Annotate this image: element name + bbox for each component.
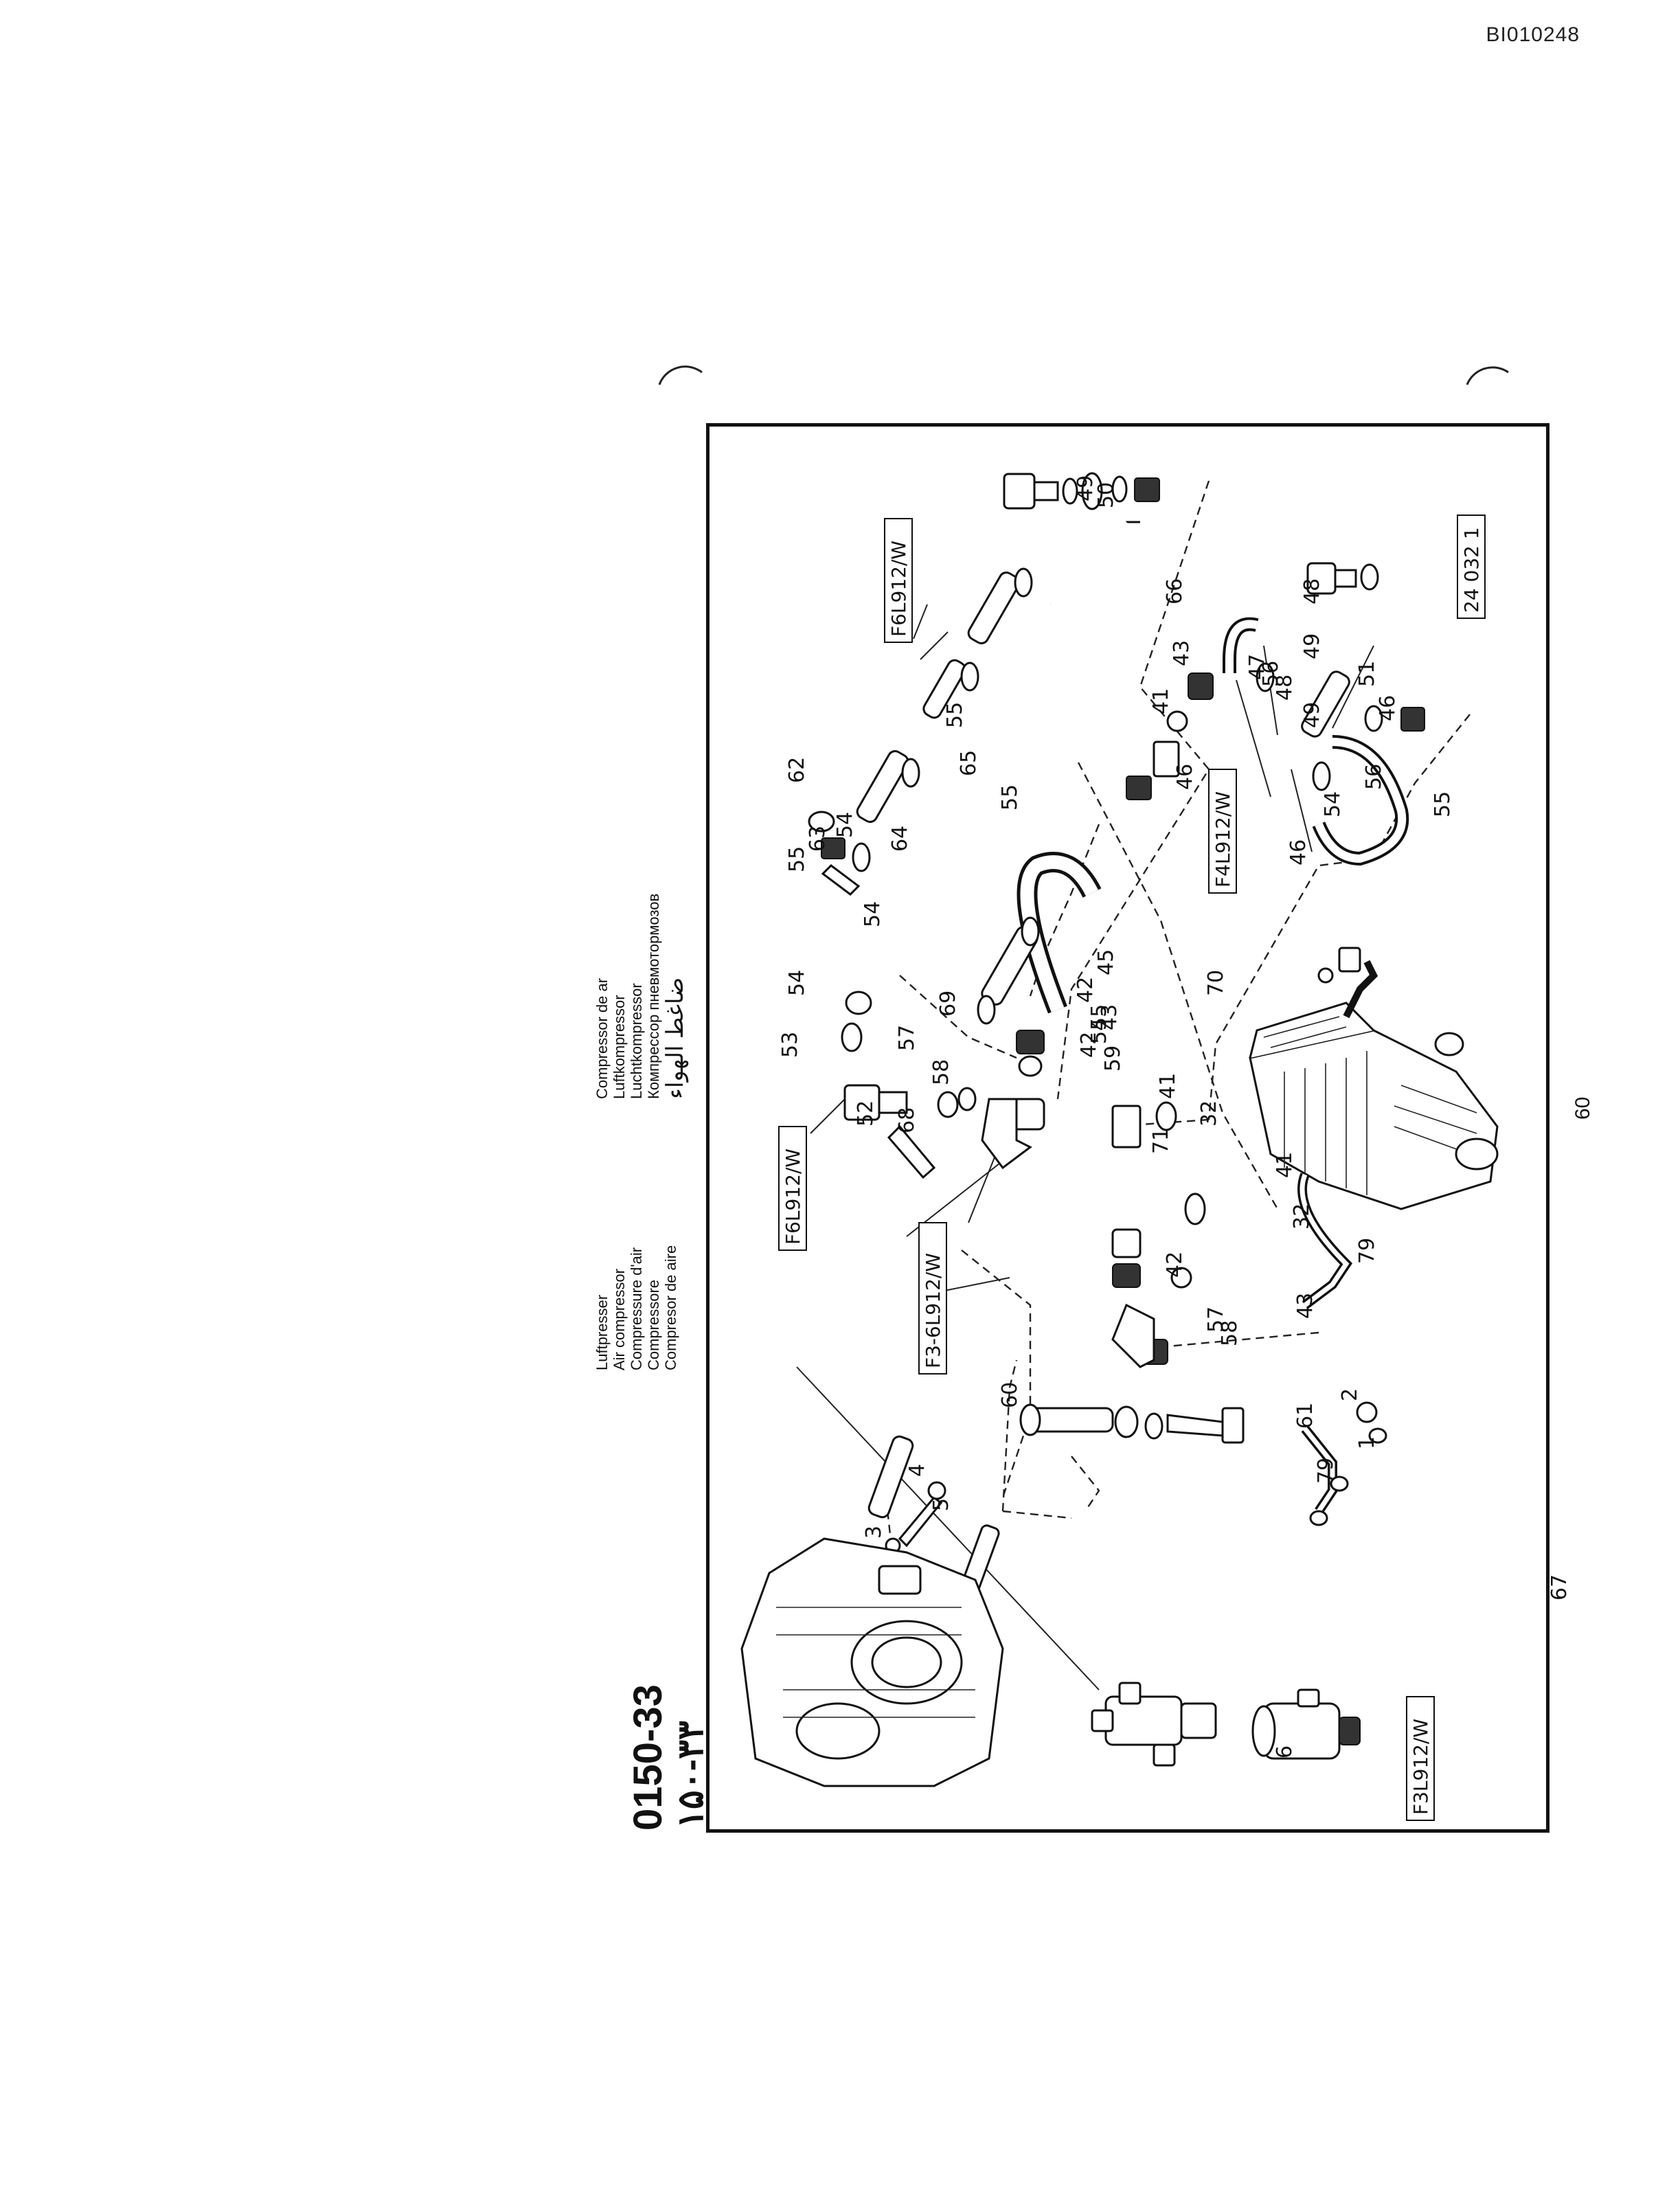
part-number-label: 61 [1293,1403,1317,1429]
part-number-label: 58 [929,1059,953,1085]
part-number-label: 1 [1355,1436,1379,1449]
part-number-label: 3 [862,1526,886,1539]
part-number-label: 56 [1362,764,1386,790]
part-number-label: 43 [1293,1293,1317,1319]
part-number-label: 54 [785,970,809,996]
part-number-label: 56 [1259,661,1283,687]
part-number-label: 69 [936,991,960,1017]
part-number-label: 32 [1290,1203,1314,1230]
part-number-label: 43 [1098,1004,1122,1030]
part-number-label: 64 [888,826,912,852]
part-number-label: 46 [1286,839,1310,866]
part-number-label: 42 [1077,1032,1101,1058]
part-number-label: 59 [1101,1045,1125,1072]
part-number-label: 52 [854,1100,878,1127]
part-number-labels: 1234563232414141424242434343454646464748… [778,475,1571,1758]
part-number-label: 58 [1218,1320,1242,1346]
part-number-label: 53 [778,1032,802,1058]
part-number-label: 47 [1245,654,1269,680]
part-number-label: 57 [1204,1307,1228,1333]
part-number-label: 4 [905,1464,929,1477]
engine-code-f6l912w-top: F6L912/W [884,518,913,643]
part-number-label: 49 [1300,702,1324,728]
part-number-label: 5 [929,1498,953,1511]
part-number-label: 42 [1163,1252,1187,1278]
part-number-label: 60 [998,1382,1022,1408]
part-number-label: 65 [957,750,981,776]
part-number-label: 54 [1087,1018,1111,1044]
part-number-label: 54 [833,812,857,838]
part-number-label: 55 [1431,791,1455,817]
governor-6 [1251,1688,1361,1760]
part-number-label: 79 [1314,1458,1338,1484]
drawing-reference-label: 24 032 1 [1460,527,1483,613]
part-number-label: 2 [1338,1388,1362,1401]
engine-code-f4l912w: F4L912/W [1208,769,1237,894]
part-number-label: 70 [1204,970,1228,996]
part-number-label: 45 [1094,949,1118,975]
unloader-valve-64 [1091,1682,1217,1767]
part-number-label: 42 [1074,977,1098,1003]
engine-code-label: F3-6L912/W [922,1253,944,1368]
part-number-label: 41 [1149,688,1173,714]
part-number-label: 57 [895,1025,919,1051]
part-number-label: 41 [1156,1073,1180,1099]
part-number-label: 48 [1300,578,1324,604]
part-number-label: 46 [1376,695,1400,721]
diagram-frame [706,423,1550,1833]
part-number-label: 55 [998,784,1022,811]
part-number-label: 49 [1074,475,1098,501]
engine-code-f6l912w-mid: F6L912/W [778,1126,807,1251]
document-id: BI010248 [1486,23,1580,46]
part-number-label: 41 [1273,1152,1297,1178]
part-number-label: 48 [1273,675,1297,701]
part-number-label: 71 [1149,1128,1173,1154]
part-number-label: 46 [1173,764,1197,790]
part-number-label: 43 [1170,640,1194,666]
part-number-label: 63 [806,826,830,852]
part-number-label: 67 [1547,1574,1571,1601]
engine-vignette [740,1537,1004,1787]
part-number-label: 49 [1300,633,1324,659]
part-number-label: 79 [1355,1238,1379,1264]
air-compressor-drawing [1249,1002,1499,1210]
part-number-label: 32 [1197,1100,1221,1127]
engine-code-label: F4L912/W [1212,791,1234,887]
part-number-label: 62 [785,757,809,783]
part-number-label: 6 [1273,1745,1297,1758]
part-number-label: 51 [1355,661,1379,687]
drawing-reference: 24 032 1 [1457,514,1486,619]
part-number-label: 50 [1094,482,1118,508]
engine-code-f3-6l912w: F3-6L912/W [918,1222,947,1375]
part-number-label: 55 [785,846,809,872]
engine-code-label: F6L912/W [887,541,910,637]
part-number-label: 55 [1087,1004,1111,1030]
part-number-label: 68 [895,1107,919,1133]
part-number-label: 54 [861,901,885,927]
part-number-label: 54 [1321,791,1345,817]
engine-code-label: F6L912/W [782,1149,804,1245]
part-number-label: 66 [1163,578,1187,604]
part-number-label: 55 [943,702,967,728]
engine-code-label: F3L912/W [1409,1719,1432,1815]
engine-code-f3l912w: F3L912/W [1406,1696,1435,1821]
